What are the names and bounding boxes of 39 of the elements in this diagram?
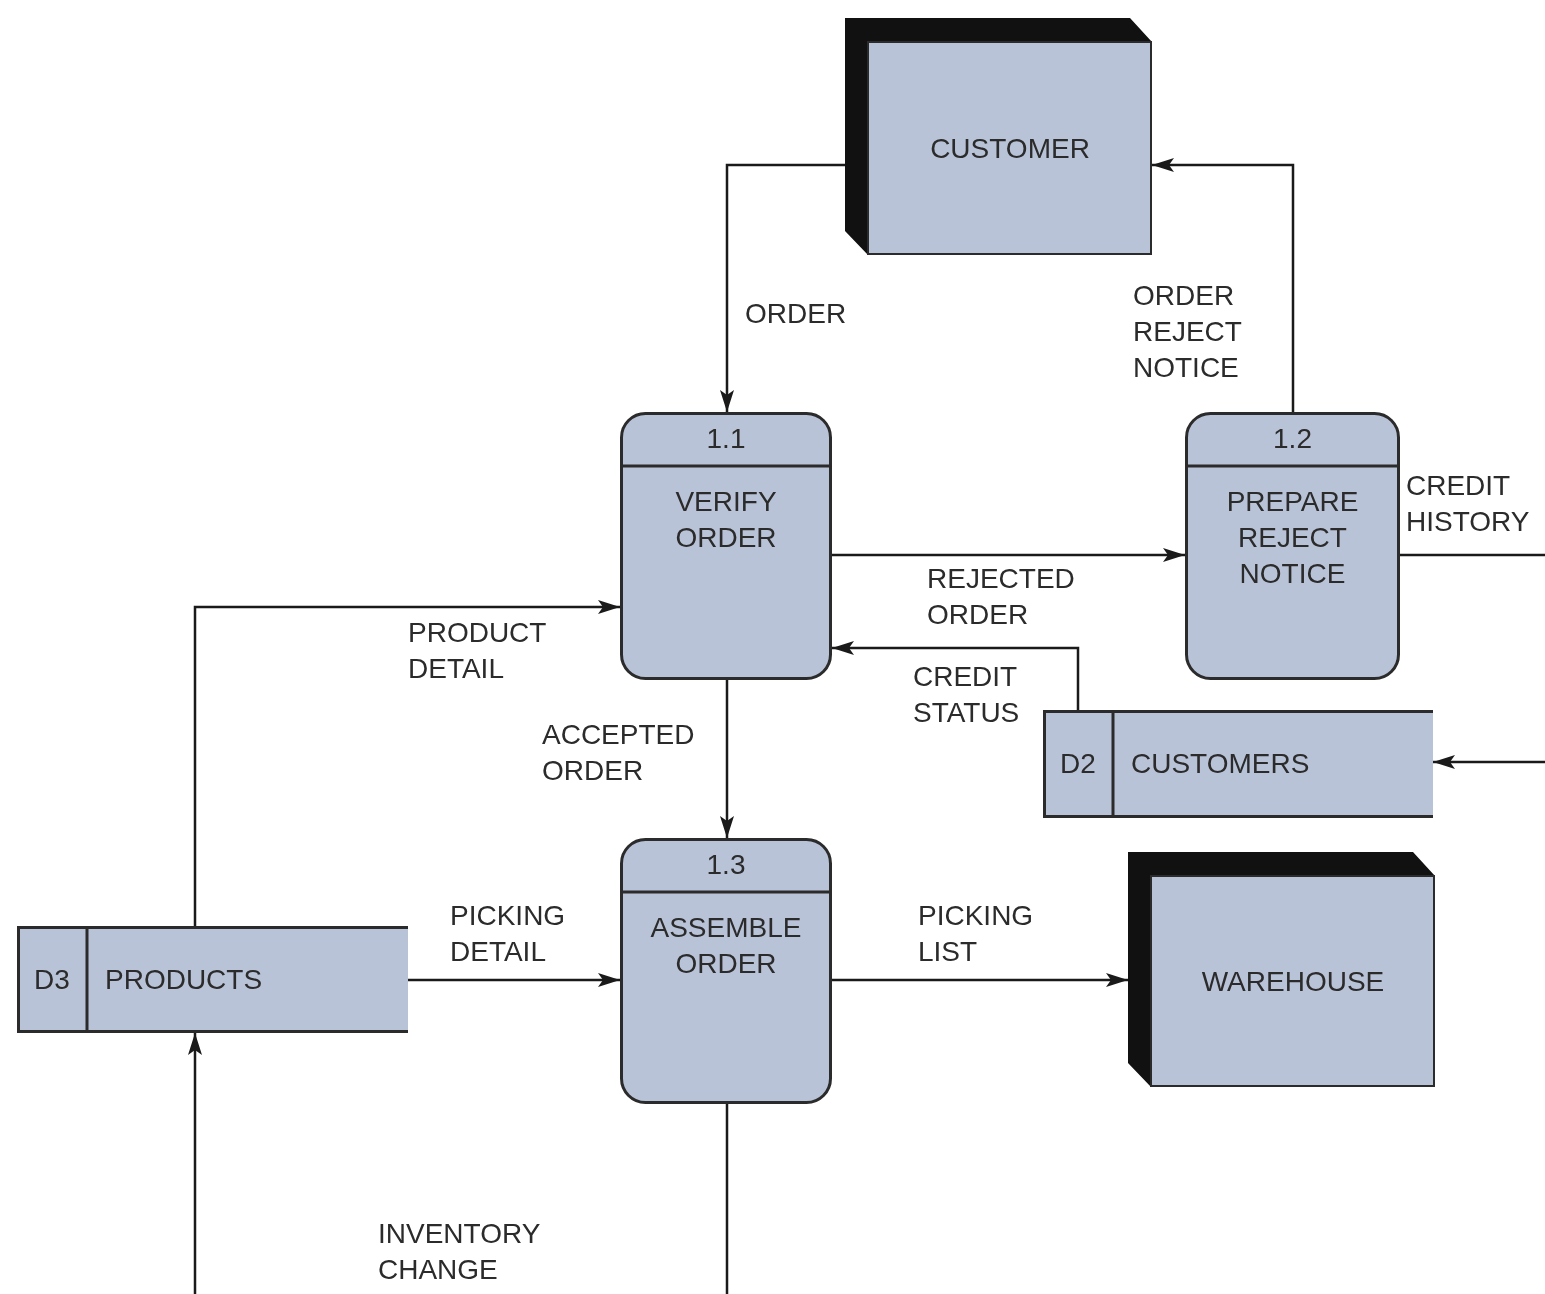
arrow (193, 600, 620, 926)
process-box (620, 412, 832, 680)
edge-label: INVENTORY CHANGE (378, 1217, 541, 1287)
data-store (17, 926, 408, 1033)
store-id: D3 (34, 962, 70, 997)
external-entity-box (845, 18, 1152, 255)
data-store (1043, 710, 1433, 818)
process-number: 1.1 (706, 422, 746, 456)
arrow (832, 973, 1128, 987)
process-number: 1.3 (706, 848, 746, 882)
store-id: D2 (1060, 747, 1096, 781)
arrow (188, 1033, 729, 1294)
edge-label: PRODUCT DETAIL (408, 616, 547, 686)
store-name: PRODUCTS (105, 962, 263, 997)
arrow (408, 973, 620, 987)
edge-label: REJECTED ORDER (927, 562, 1076, 632)
process-name: ASSEMBLE ORDER (649, 911, 803, 981)
entity-name: WAREHOUSE (1201, 964, 1385, 999)
arrow (1433, 755, 1545, 769)
process-name: PREPARE REJECT NOTICE (1225, 485, 1360, 591)
store-name: CUSTOMERS (1131, 747, 1310, 781)
arrow (720, 680, 734, 838)
edge-label: ORDER (745, 297, 848, 331)
entity-name: CUSTOMER (930, 131, 1090, 166)
process-box (620, 838, 832, 1104)
external-entity-box (1128, 852, 1435, 1087)
process-number: 1.2 (1273, 422, 1312, 456)
process-box (1185, 412, 1400, 680)
arrow (720, 163, 845, 412)
edge-label: PICKING LIST (918, 899, 1035, 969)
edge-label: ORDER REJECT NOTICE (1133, 279, 1243, 385)
arrow (832, 548, 1185, 562)
edge-label: CREDIT STATUS (913, 660, 1021, 730)
arrow (1152, 158, 1295, 412)
edge-label: ACCEPTED ORDER (542, 718, 696, 788)
edge-label: CREDIT HISTORY (1406, 469, 1531, 539)
arrow (832, 641, 1080, 710)
edge-label: PICKING DETAIL (450, 899, 567, 969)
process-name: VERIFY ORDER (674, 485, 778, 555)
